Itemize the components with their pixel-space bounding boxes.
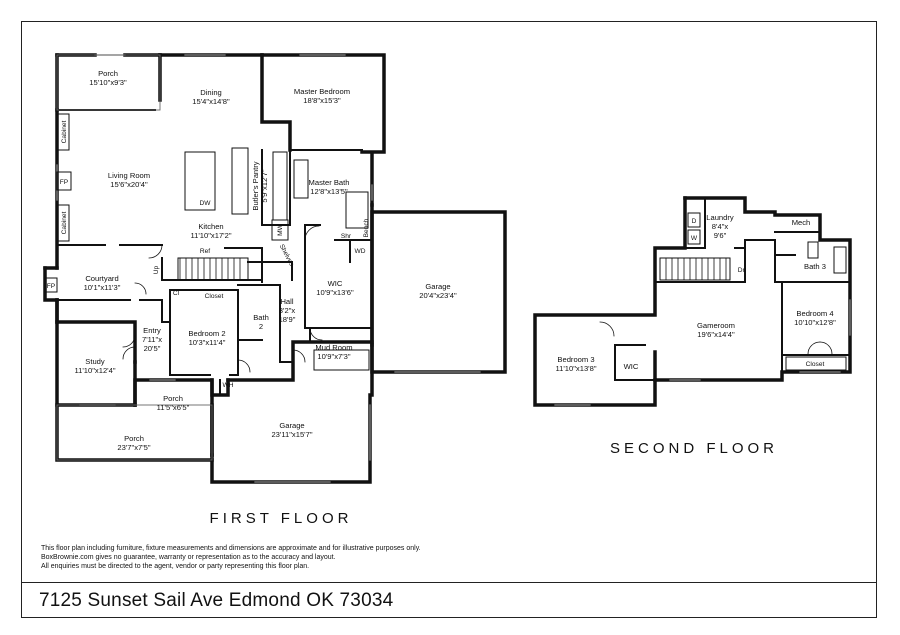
porch-mid-dims: 11'5"x6'5" (157, 403, 190, 412)
laundry-name: Laundry (706, 213, 734, 222)
master-bath-name: Master Bath (309, 178, 350, 187)
wic-dims: 10'9"x13'6" (316, 288, 354, 297)
bath2-name: Bath (253, 313, 269, 322)
second-wic-name: WIC (624, 362, 639, 371)
study-dims: 11'10"x12'4" (74, 366, 115, 375)
garage-right-dims: 20'4"x23'4" (419, 291, 457, 300)
dn-label: Dn (738, 267, 747, 274)
second-floor-stairs (599, 257, 833, 355)
shr-label: Shr (341, 233, 352, 240)
fp-courtyard-label: FP (47, 283, 56, 290)
porch-bottom-dims: 23'7"x7'5" (117, 443, 151, 452)
bedroom2-name: Bedroom 2 (188, 329, 225, 338)
gameroom-name: Gameroom (697, 321, 735, 330)
butlers-pantry-name: Butler's Pantry (251, 161, 260, 210)
floor-plan-drawing: Porch 15'10"x9'3" Dining 15'4"x14'8" Mas… (43, 53, 852, 527)
porch-outlines (56, 54, 213, 461)
bedroom3-dims: 11'10"x13'8" (555, 364, 596, 373)
wd-label: WD (355, 248, 366, 255)
garage-right-name: Garage (425, 282, 450, 291)
first-floor-labels: Porch 15'10"x9'3" Dining 15'4"x14'8" Mas… (47, 69, 457, 527)
property-address: 7125 Sunset Sail Ave Edmond OK 73034 (39, 590, 394, 611)
second-floor-interior-walls (614, 197, 851, 381)
second-floor-plan (533, 196, 852, 407)
second-floor-fixtures (687, 212, 847, 371)
study-name: Study (85, 357, 105, 366)
mw-label: MW (277, 223, 284, 235)
kitchen-name: Kitchen (198, 222, 223, 231)
first-floor-title: FIRST FLOOR (210, 510, 353, 527)
second-floor-outer-walls (533, 196, 852, 407)
first-floor-plan (43, 53, 731, 484)
laundry-dims-1: 8'4"x (712, 222, 729, 231)
second-floor-labels: Laundry 8'4"x 9'6" Mech Bath 3 Gameroom … (555, 213, 836, 457)
washer-label: W (691, 235, 698, 242)
disclaimer-line-2: BoxBrownie.com gives no guarantee, warra… (41, 554, 336, 561)
hall-dims-1: 3'2"x (279, 306, 296, 315)
courtyard-name: Courtyard (85, 274, 118, 283)
mud-room-dims: 10'9"x7'3" (317, 352, 351, 361)
porch-mid-name: Porch (163, 394, 183, 403)
bench-label: Bench (363, 218, 370, 237)
bedroom4-dims: 10'10"x12'8" (794, 318, 836, 327)
second-closet-name: Closet (806, 361, 825, 368)
laundry-dims-2: 9'6" (714, 231, 727, 240)
fp-living-label: FP (60, 179, 69, 186)
first-floor-windows (56, 54, 481, 483)
living-room-dims: 15'6"x20'4" (110, 180, 148, 189)
porch-bottom-name: Porch (124, 434, 144, 443)
bedroom2-dims: 10'3"x11'4" (189, 338, 226, 347)
hall-name: Hall (280, 297, 293, 306)
entry-dims-1: 7'11"x (142, 335, 162, 344)
bath3-name: Bath 3 (804, 262, 826, 271)
gameroom-dims: 19'6"x14'4" (697, 330, 735, 339)
entry-name: Entry (143, 326, 161, 335)
cl-label: Cl (173, 290, 180, 297)
first-floor-fixtures (44, 113, 731, 371)
kitchen-dims: 11'10"x17'2" (190, 231, 231, 240)
second-floor-windows (554, 299, 851, 406)
ref-label: Ref (200, 248, 210, 255)
entry-dims-2: 20'5" (144, 344, 161, 353)
bedroom3-name: Bedroom 3 (557, 355, 594, 364)
page-frame (21, 21, 877, 618)
garage-bottom-name: Garage (279, 421, 304, 430)
living-room-name: Living Room (108, 171, 150, 180)
bedroom4-name: Bedroom 4 (796, 309, 833, 318)
disclaimer-line-1: This floor plan including furniture, fix… (41, 545, 421, 552)
disclaimer-text: This floor plan including furniture, fix… (41, 544, 421, 571)
wh-label: WH (223, 382, 234, 389)
shelves-label: Shelves (278, 243, 296, 268)
mech-name: Mech (792, 218, 811, 227)
closet-label: Closet (205, 293, 224, 300)
dw-label: DW (200, 200, 212, 207)
dining-name: Dining (200, 88, 222, 97)
second-floor-title: SECOND FLOOR (610, 440, 778, 457)
master-bedroom-name: Master Bedroom (294, 87, 350, 96)
first-floor-stairs (179, 257, 241, 281)
master-bath-dims: 12'8"x13'5" (310, 187, 348, 196)
cabinet-top-label: Cabinet (61, 120, 68, 143)
porch-top-dims: 15'10"x9'3" (89, 78, 127, 87)
hall-dims-2: 18'9" (279, 315, 296, 324)
cabinet-bottom-label: Cabinet (61, 211, 68, 234)
garage-bottom-dims: 23'11"x15'7" (271, 430, 312, 439)
up-label: Up (153, 265, 160, 274)
dryer-label: D (692, 218, 697, 225)
porch-top-name: Porch (98, 69, 118, 78)
courtyard-dims: 10'1"x11'3" (84, 283, 121, 292)
butlers-pantry-dims: 5'9"x12'7" (260, 169, 269, 203)
address-bar: 7125 Sunset Sail Ave Edmond OK 73034 (21, 582, 877, 618)
door-swings (122, 225, 323, 373)
bath2-num: 2 (259, 322, 263, 331)
disclaimer-line-3: All enquiries must be directed to the ag… (41, 563, 310, 570)
dining-dims: 15'4"x14'8" (192, 97, 230, 106)
first-floor-outer-walls (43, 53, 507, 484)
master-bedroom-dims: 18'8"x15'3" (303, 96, 341, 105)
mud-room-name: Mud Room (315, 343, 352, 352)
wic-name: WIC (328, 279, 343, 288)
